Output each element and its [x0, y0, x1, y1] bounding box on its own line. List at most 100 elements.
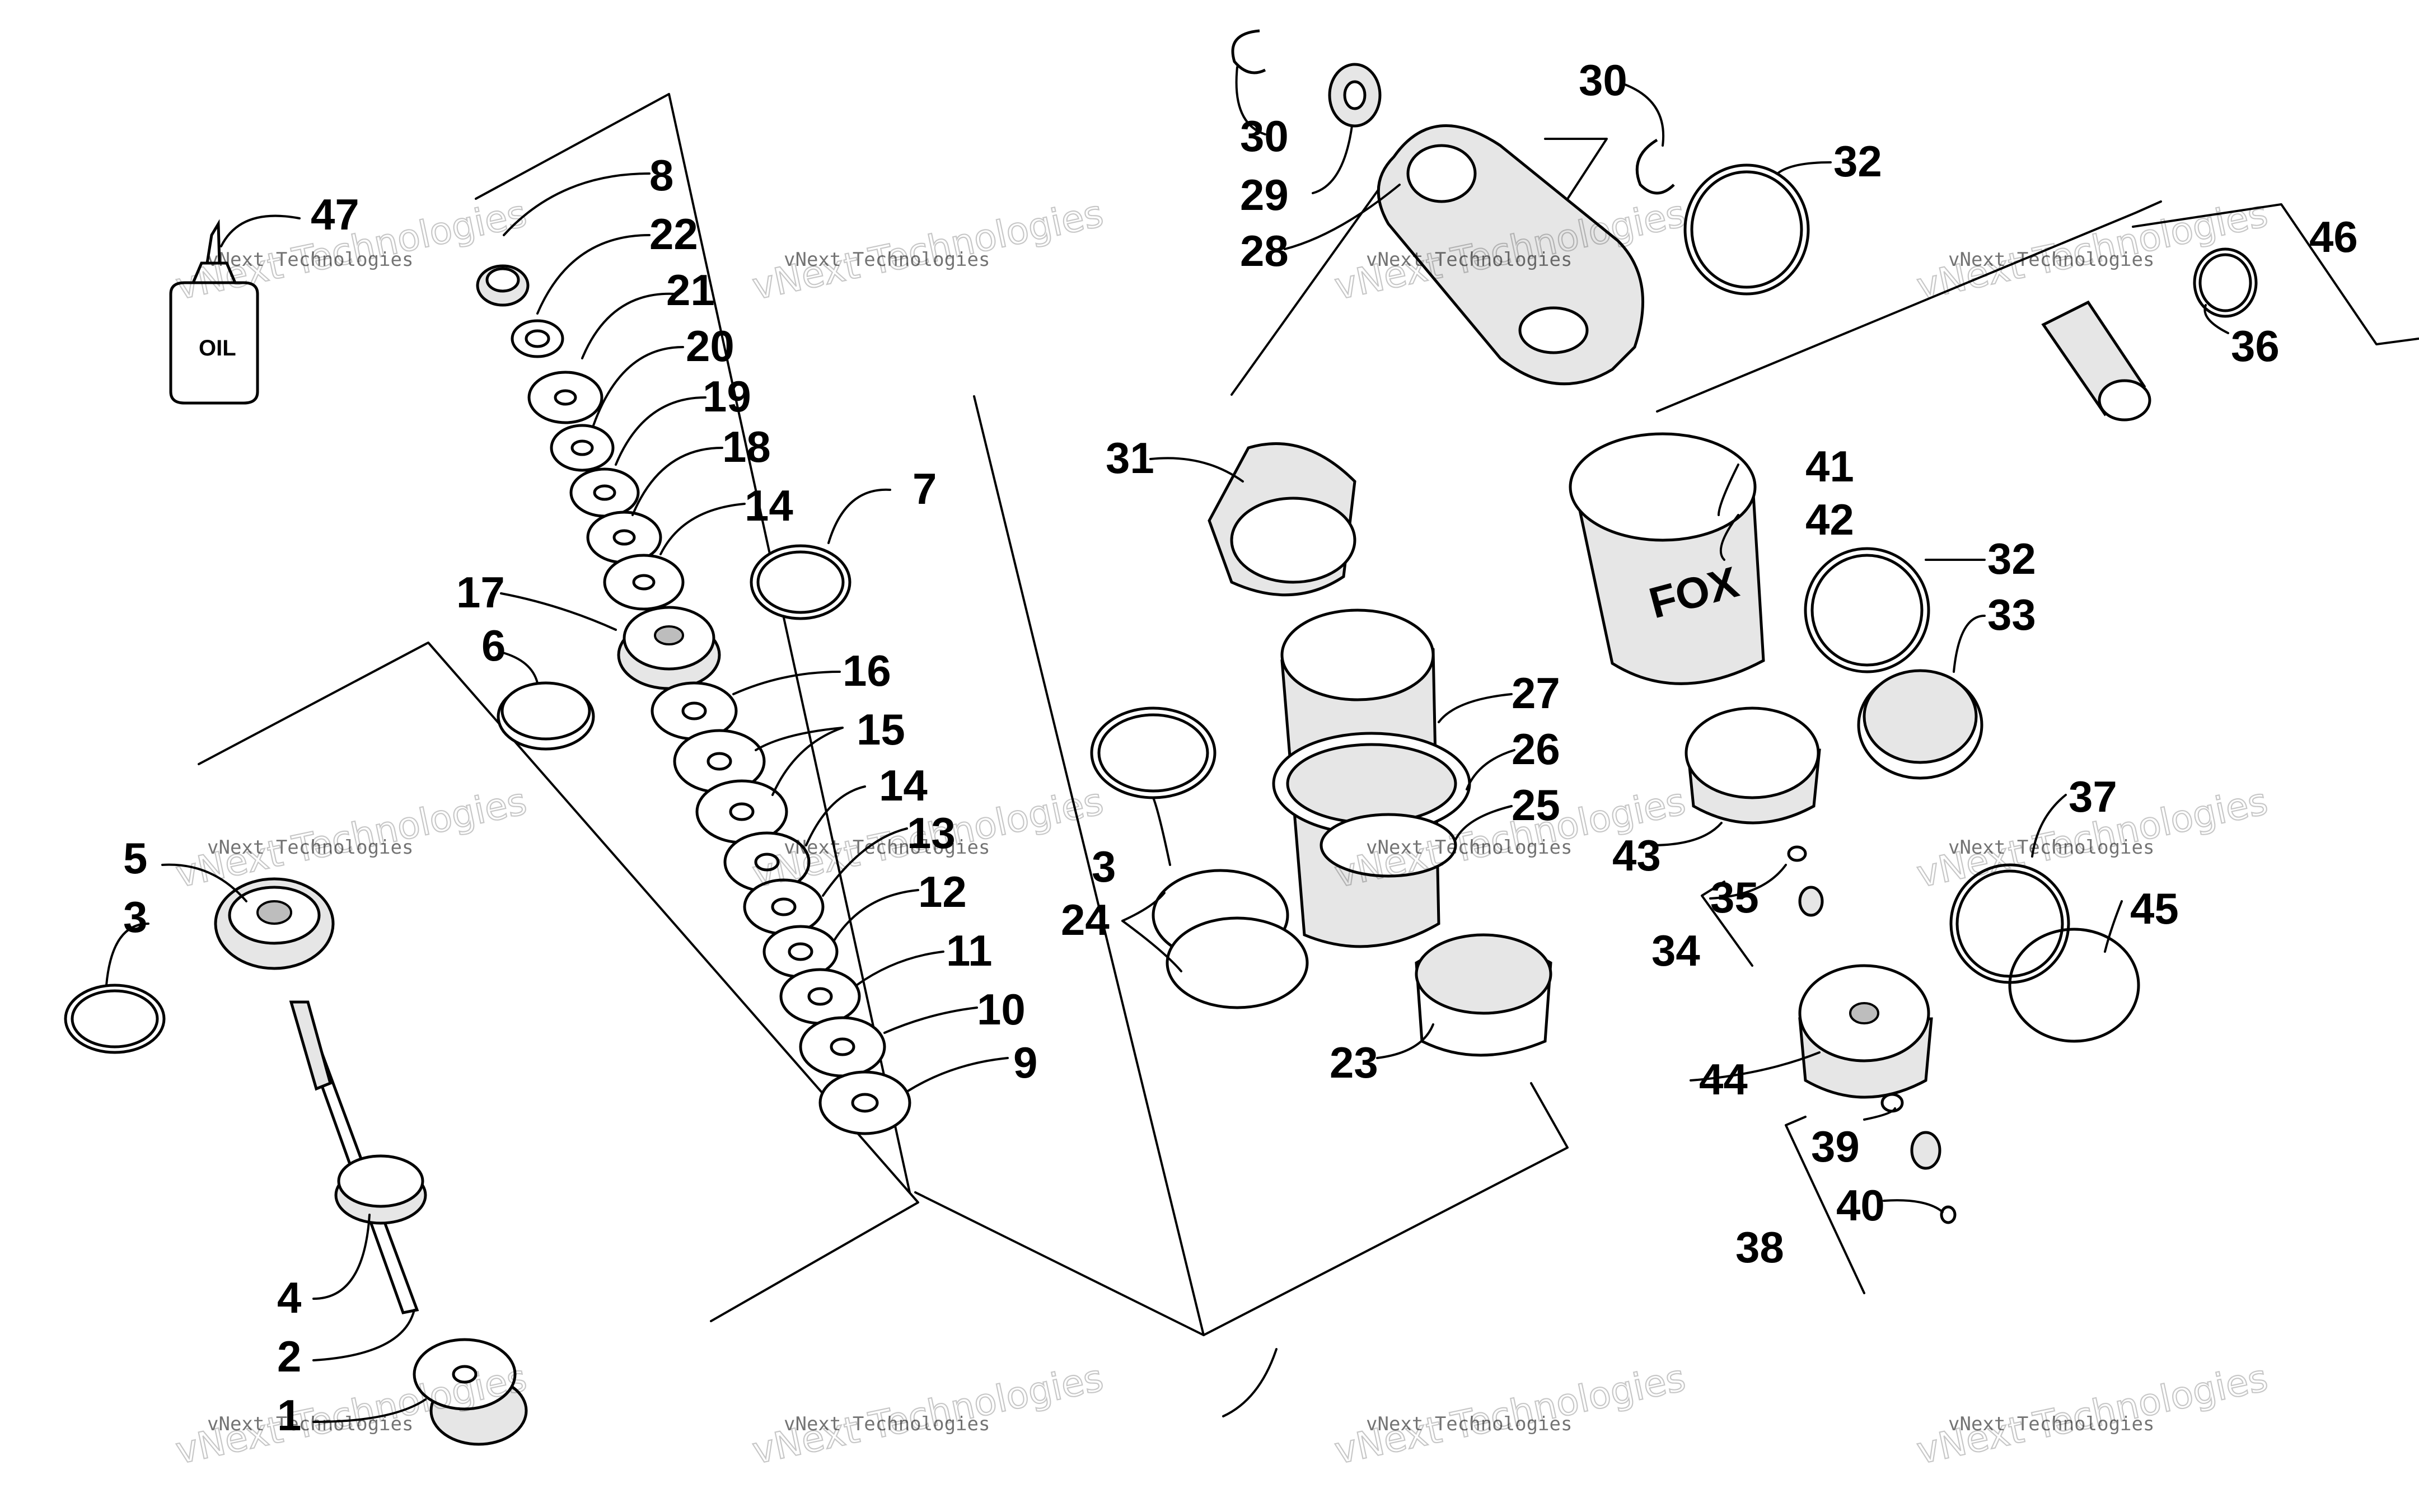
- label-part-35: 35: [1710, 873, 1759, 922]
- label-part-7: 7: [913, 464, 937, 513]
- label-part-5: 5: [123, 834, 147, 883]
- label-part-40: 40: [1836, 1181, 1885, 1230]
- svg-text:vNext Technologies: vNext Technologies: [784, 1413, 990, 1435]
- label-part-14-lower: 14: [879, 761, 928, 810]
- callout-leaders: [105, 66, 2229, 1423]
- label-part-34: 34: [1651, 926, 1700, 975]
- part-44-endcap: [1798, 964, 1933, 1099]
- label-part-17: 17: [456, 568, 505, 617]
- label-part-16: 16: [843, 646, 891, 695]
- part-25-seal: [1320, 813, 1457, 878]
- label-part-42: 42: [1805, 495, 1854, 544]
- label-part-18: 18: [722, 422, 771, 471]
- svg-text:vNext Technologies: vNext Technologies: [1948, 836, 2154, 859]
- part-23-bushing: [1415, 933, 1552, 1057]
- oil-label: OIL: [199, 336, 236, 361]
- part-7-oring: [750, 544, 851, 620]
- svg-text:vNext Technologies: vNext Technologies: [207, 249, 413, 271]
- label-part-26: 26: [1512, 724, 1560, 774]
- part-17-piston: [617, 606, 721, 690]
- part-40-cap: [1940, 1205, 1957, 1224]
- part-1-eyelet: [413, 1338, 528, 1446]
- label-part-36: 36: [2231, 321, 2280, 371]
- part-14-washer-lower: [723, 831, 811, 893]
- label-part-14-upper: 14: [745, 481, 793, 530]
- svg-text:vNext Technologies: vNext Technologies: [1948, 249, 2154, 271]
- watermark-10: vNext Technologies vNext Technologies: [748, 1356, 1107, 1473]
- part-34-valve: [1798, 886, 1824, 917]
- label-part-25: 25: [1512, 780, 1560, 830]
- label-part-46: 46: [2309, 212, 2358, 261]
- part-47-oil-bottle: OIL: [169, 219, 259, 405]
- label-part-6: 6: [481, 621, 506, 670]
- label-part-11: 11: [946, 926, 992, 975]
- part-24-rings: [1152, 869, 1309, 1009]
- watermark-11: vNext Technologies vNext Technologies: [1330, 1356, 1690, 1473]
- label-part-3-left: 3: [123, 892, 147, 942]
- part-3-oring-center: [1090, 706, 1216, 799]
- label-part-19: 19: [703, 372, 751, 421]
- part-15-washers: [673, 729, 788, 844]
- part-41-42-reservoir-can: FOX: [1569, 432, 1765, 685]
- label-part-1: 1: [277, 1391, 301, 1440]
- label-part-12: 12: [918, 867, 967, 916]
- part-9-washer: [818, 1070, 911, 1135]
- part-32-oring-upper: [1683, 163, 1810, 296]
- part-37-oring: [1949, 863, 2070, 984]
- part-11-washer: [779, 968, 861, 1025]
- part-30-circlip-right: [1635, 138, 1675, 195]
- part-38-valve: [1910, 1131, 1941, 1170]
- label-part-21: 21: [666, 265, 715, 315]
- part-19-washer: [569, 467, 640, 518]
- label-part-24: 24: [1061, 895, 1110, 944]
- part-14-washer-upper: [603, 554, 685, 611]
- label-part-47: 47: [311, 190, 359, 239]
- part-20-washer: [550, 424, 615, 472]
- label-part-15: 15: [857, 705, 905, 754]
- watermarks: vNext Technologies vNext Technologies vN…: [171, 191, 2272, 1473]
- part-33-band: [1857, 669, 1983, 780]
- part-6-piston-band: [497, 681, 595, 751]
- label-part-37: 37: [2069, 772, 2117, 821]
- watermark-12: vNext Technologies vNext Technologies: [1912, 1356, 2272, 1473]
- svg-text:vNext Technologies: vNext Technologies: [1366, 1413, 1572, 1435]
- label-part-28: 28: [1240, 226, 1289, 275]
- watermark-5: vNext Technologies vNext Technologies: [171, 779, 531, 897]
- part-30-circlip-left: [1231, 29, 1266, 74]
- svg-text:vNext Technologies: vNext Technologies: [207, 836, 413, 859]
- watermark-2: vNext Technologies vNext Technologies: [748, 191, 1107, 309]
- part-36-oring: [2193, 247, 2258, 318]
- label-part-31: 31: [1106, 433, 1154, 483]
- label-part-23: 23: [1330, 1038, 1378, 1087]
- label-part-41: 41: [1805, 442, 1854, 491]
- svg-text:vNext Technologies: vNext Technologies: [784, 249, 990, 271]
- label-part-45: 45: [2130, 884, 2179, 933]
- part-29-bearing: [1328, 63, 1382, 128]
- label-part-9: 9: [1013, 1038, 1037, 1087]
- label-part-8: 8: [649, 151, 673, 200]
- part-13-washer: [743, 878, 825, 935]
- label-part-29: 29: [1240, 170, 1289, 219]
- part-10-washer: [799, 1016, 886, 1078]
- label-part-2: 2: [277, 1332, 301, 1381]
- svg-text:vNext Technologies: vNext Technologies: [1366, 249, 1572, 271]
- part-46-adjuster: [2041, 300, 2151, 422]
- label-part-22: 22: [649, 209, 698, 259]
- label-part-20: 20: [686, 321, 734, 371]
- label-part-44: 44: [1699, 1055, 1748, 1104]
- label-part-32-lower: 32: [1987, 534, 2036, 583]
- part-5-top-cap: [214, 877, 335, 970]
- label-part-3-center: 3: [1092, 842, 1116, 891]
- part-22-washer: [511, 319, 564, 358]
- part-45-ring: [2008, 928, 2140, 1043]
- label-part-4: 4: [277, 1273, 301, 1322]
- part-28-reservoir-head: [1377, 124, 1644, 386]
- label-part-43: 43: [1612, 831, 1661, 880]
- part-32-oring-lower: [1804, 547, 1930, 673]
- part-8-nut: [476, 264, 530, 307]
- label-part-10: 10: [977, 985, 1026, 1034]
- label-part-27: 27: [1512, 668, 1560, 718]
- label-part-38: 38: [1735, 1223, 1784, 1272]
- part-16-washer: [651, 681, 738, 741]
- label-part-30-left: 30: [1240, 111, 1289, 161]
